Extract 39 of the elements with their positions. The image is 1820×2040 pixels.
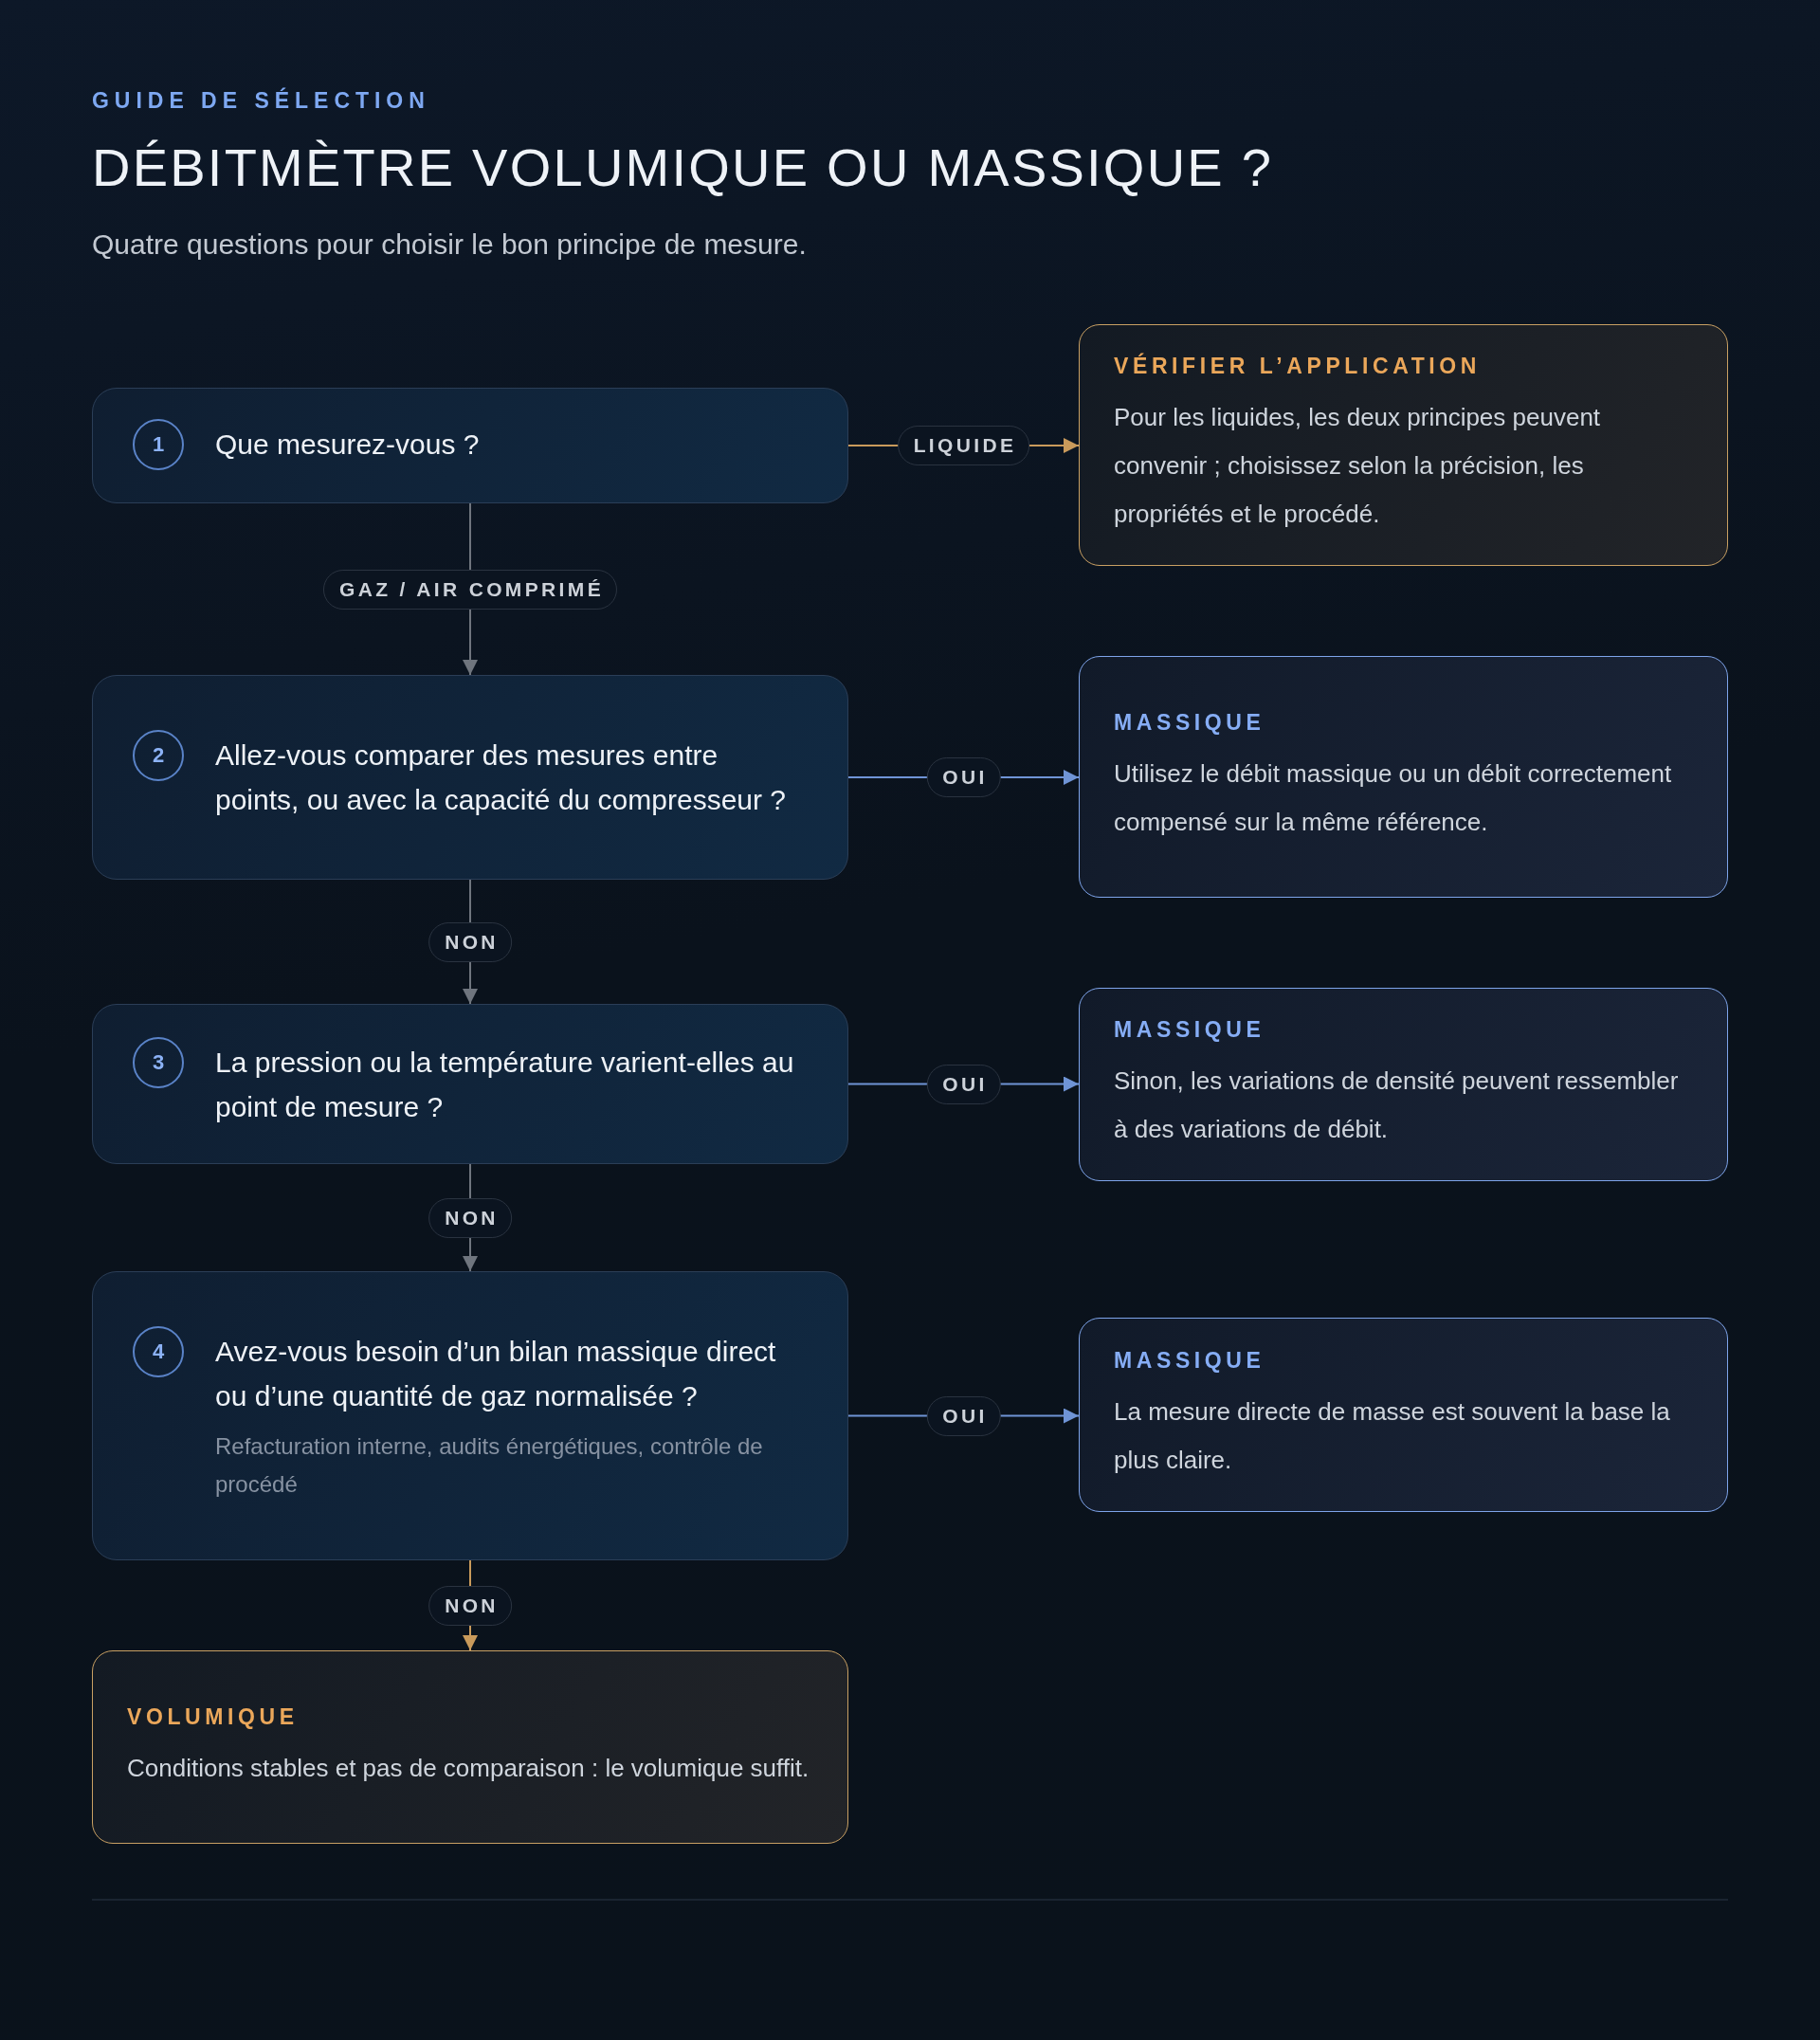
step-number: 4 bbox=[133, 1325, 184, 1377]
edge-label: GAZ / AIR COMPRIMÉ bbox=[323, 569, 617, 610]
note-text: Refacturation interne, audits énergétiques, contrôle de procédé bbox=[215, 1431, 764, 1499]
result-text: La mesure directe de masse est souvent la base la plus claire. bbox=[1114, 1395, 1671, 1476]
title: DÉBITMÈTRE VOLUMIQUE OU MASSIQUE ? bbox=[92, 137, 1274, 199]
edge-label: NON bbox=[428, 1585, 512, 1626]
question-box bbox=[92, 1271, 848, 1560]
result-text: Utilisez le débit massique ou un débit correctement compensé sur la même référence. bbox=[1114, 757, 1673, 838]
edge-label: OUI bbox=[926, 757, 1001, 797]
result-card bbox=[92, 1650, 848, 1844]
result-heading: MASSIQUE bbox=[1114, 1346, 1266, 1375]
question-text: Que mesurez-vous ? bbox=[215, 427, 481, 462]
question-text: Allez-vous comparer des mesures entre points, ou avec la capacité du compresseur ? bbox=[215, 738, 787, 817]
result-card bbox=[1079, 988, 1728, 1181]
question-box bbox=[92, 1004, 848, 1164]
edge-label: OUI bbox=[926, 1395, 1001, 1436]
result-heading: VÉRIFIER L’APPLICATION bbox=[1114, 352, 1482, 380]
edge-label: OUI bbox=[926, 1064, 1001, 1104]
question-box bbox=[92, 675, 848, 880]
result-text: Pour les liquides, les deux principes peuvent convenir ; choisissez selon la précision, les propriétés et le procédé. bbox=[1114, 402, 1602, 530]
result-heading: MASSIQUE bbox=[1114, 708, 1266, 737]
edge-label: LIQUIDE bbox=[897, 426, 1030, 465]
result-card bbox=[1079, 1318, 1728, 1512]
result-heading: VOLUMIQUE bbox=[127, 1703, 300, 1731]
edge-label: NON bbox=[428, 921, 512, 962]
edge-label: NON bbox=[428, 1197, 512, 1238]
kicker-text: GUIDE DE SÉLECTION bbox=[92, 88, 430, 114]
result-heading: MASSIQUE bbox=[1114, 1016, 1266, 1044]
result-text: Conditions stables et pas de comparaison : le volumique suffit. bbox=[127, 1752, 810, 1784]
result-card bbox=[1079, 324, 1728, 566]
step-number: 1 bbox=[133, 418, 184, 470]
question-box bbox=[92, 388, 848, 503]
result-text: Sinon, les variations de densité peuvent ressembler à des variations de débit. bbox=[1114, 1066, 1680, 1145]
question-text: La pression ou la température varient-elles au point de mesure ? bbox=[215, 1045, 795, 1124]
subtitle: Quatre questions pour choisir le bon principe de mesure. bbox=[92, 228, 807, 262]
step-number: 2 bbox=[133, 730, 184, 781]
result-card bbox=[1079, 656, 1728, 898]
question-text: Avez-vous besoin d’un bilan massique direct ou d’une quantité de gaz normalisée ? bbox=[215, 1334, 777, 1413]
step-number: 3 bbox=[133, 1036, 184, 1088]
